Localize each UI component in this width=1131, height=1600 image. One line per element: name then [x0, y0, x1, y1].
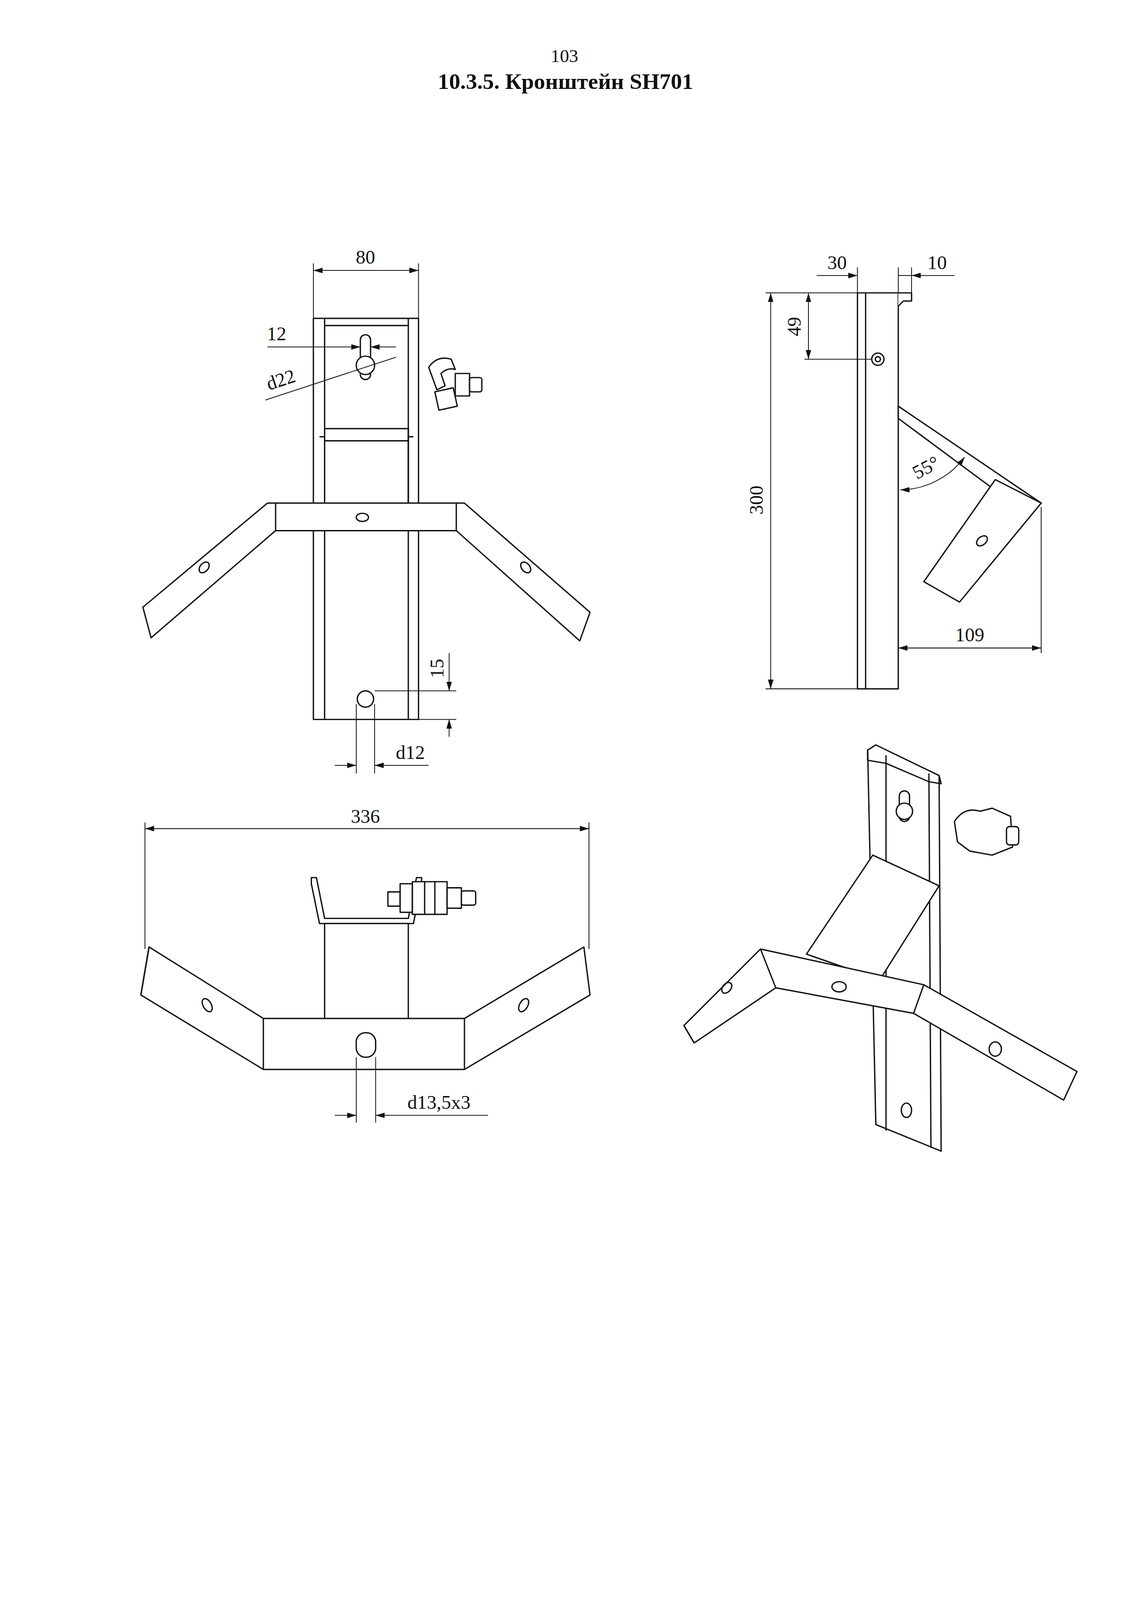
dimension: 15 — [427, 657, 447, 680]
dimension: 55° — [908, 452, 944, 484]
page-number: 103 — [549, 46, 580, 66]
dimension: 109 — [953, 625, 986, 645]
front-view — [142, 263, 590, 774]
top-view — [140, 822, 590, 1123]
dimension: 49 — [784, 315, 804, 338]
side-view — [765, 267, 1042, 689]
dimension: 300 — [746, 484, 767, 516]
isometric-view — [683, 745, 1077, 1152]
dimension: 10 — [926, 252, 948, 273]
dimension: d22 — [262, 365, 299, 395]
dimension: d12 — [394, 742, 426, 763]
dimension: 336 — [349, 807, 381, 827]
dimension: 12 — [265, 323, 288, 344]
dimension: 80 — [354, 247, 376, 268]
dimension: 30 — [826, 252, 848, 273]
dimension: d13,5x3 — [406, 1092, 472, 1113]
drawing-title: 10.3.5. Кронштейн SH701 — [436, 70, 694, 93]
